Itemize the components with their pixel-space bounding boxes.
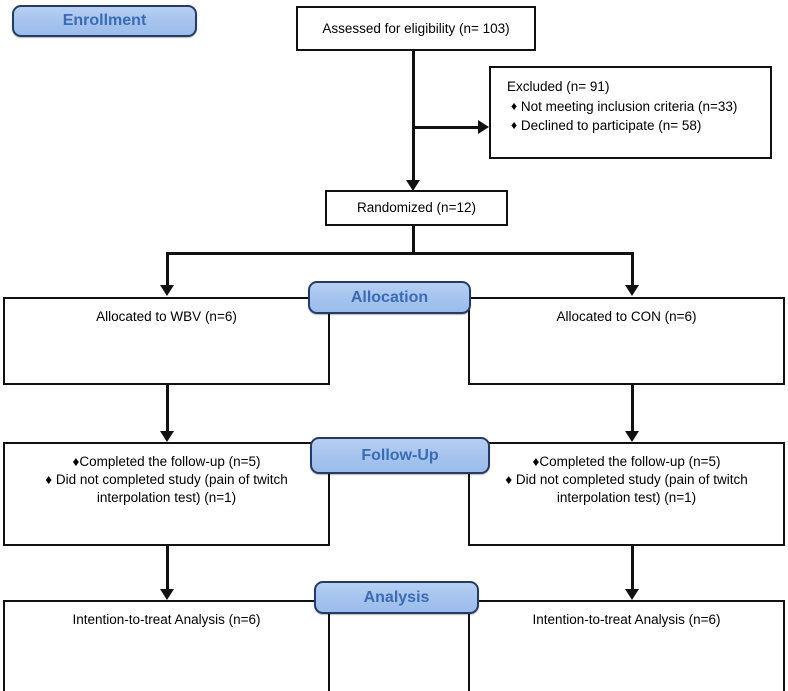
connector-randomized-split [166,252,634,255]
connector-randomized-stem [412,226,415,254]
node-allocated-con-text: Allocated to CON (n=6) [556,309,697,324]
node-excluded-item-0-label: Not meeting inclusion criteria (n=33) [520,99,738,115]
diamond-bullet-icon: ♦ [511,99,518,114]
node-analysis-wbv-text: Intention-to-treat Analysis (n=6) [72,612,261,627]
node-excluded-item-1: ♦ Declined to participate (n= 58) [511,117,762,135]
arrowhead-to-allocated-left [160,285,174,296]
node-allocated-wbv-text: Allocated to WBV (n=6) [96,309,237,324]
connector-allocated-left-to-followup [166,385,169,432]
connector-split-right [631,252,634,286]
node-followup-wbv-line-2: interpolation test) (n=1) [96,490,237,506]
connector-split-left [166,252,169,286]
stage-banner-followup: Follow-Up [310,437,490,474]
node-analysis-con-text: Intention-to-treat Analysis (n=6) [532,612,721,627]
connector-assessed-to-randomized [412,51,415,184]
node-assessed-for-eligibility-text: Assessed for eligibility (n= 103) [322,20,510,36]
arrowhead-to-analysis-right [625,589,639,600]
node-assessed-for-eligibility: Assessed for eligibility (n= 103) [296,6,536,51]
node-allocated-con: Allocated to CON (n=6) [468,297,785,385]
arrowhead-to-analysis-left [160,589,174,600]
node-analysis-wbv: Intention-to-treat Analysis (n=6) [3,600,330,691]
node-followup-con-line-0: ♦Completed the follow-up (n=5) [532,454,721,469]
stage-banner-allocation-label: Allocation [350,288,429,306]
connector-branch-to-excluded [412,126,480,129]
stage-banner-analysis: Analysis [314,581,479,614]
node-excluded-heading: Excluded (n= 91) [507,79,610,94]
stage-banner-analysis-label: Analysis [363,588,430,606]
connector-allocated-right-to-followup [631,385,634,432]
stage-banner-enrollment: Enrollment [12,5,197,37]
stage-banner-enrollment-label: Enrollment [62,12,147,29]
arrowhead-to-randomized [406,180,420,191]
connector-followup-left-to-analysis [166,546,169,590]
diamond-bullet-icon: ♦ [511,118,518,133]
node-followup-wbv: ♦Completed the follow-up (n=5) ♦ Did not… [3,442,330,546]
arrowhead-to-followup-right [625,431,639,442]
node-allocated-wbv: Allocated to WBV (n=6) [3,297,330,385]
node-excluded-item-0: ♦ Not meeting inclusion criteria (n=33) [511,98,762,116]
node-followup-con-line-1: ♦ Did not completed study (pain of twitc… [505,472,748,488]
arrowhead-to-excluded [478,120,489,134]
node-analysis-con: Intention-to-treat Analysis (n=6) [468,600,785,691]
node-followup-wbv-line-1: ♦ Did not completed study (pain of twitc… [45,472,288,488]
connector-followup-right-to-analysis [631,546,634,590]
node-randomized-text: Randomized (n=12) [357,199,476,215]
node-followup-con: ♦Completed the follow-up (n=5) ♦ Did not… [468,442,785,546]
node-randomized: Randomized (n=12) [325,190,508,226]
stage-banner-allocation: Allocation [308,281,471,314]
node-excluded: Excluded (n= 91) ♦ Not meeting inclusion… [489,66,772,159]
arrowhead-to-followup-left [160,431,174,442]
node-followup-wbv-line-0: ♦Completed the follow-up (n=5) [72,454,261,469]
stage-banner-followup-label: Follow-Up [361,446,439,464]
node-followup-con-line-2: interpolation test) (n=1) [556,490,697,506]
node-excluded-item-1-label: Declined to participate (n= 58) [520,118,702,134]
arrowhead-to-allocated-right [625,285,639,296]
